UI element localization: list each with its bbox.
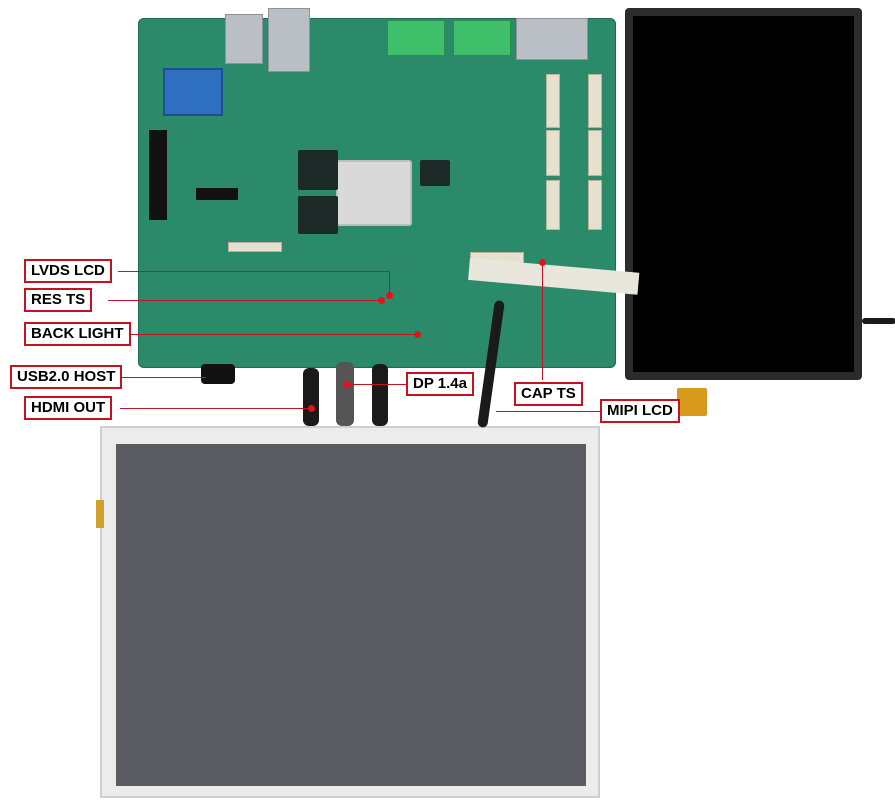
terminal-block-2	[453, 20, 511, 56]
label-res-ts: RES TS	[24, 288, 93, 312]
dot-cap-ts	[539, 259, 546, 266]
main-soc-chip	[336, 160, 412, 226]
dot-lvds-lcd	[386, 292, 393, 299]
serial-db9-port	[516, 18, 588, 60]
fpc-connector-1	[546, 74, 560, 128]
lvds-connector	[228, 242, 282, 252]
memory-chip-2	[298, 196, 338, 234]
leader-lvds-lcd-vertical	[389, 271, 390, 293]
fpc-connector-5	[546, 180, 560, 230]
dot-back-light	[414, 331, 421, 338]
leader-cap-ts	[542, 262, 543, 380]
pmic-chip	[420, 160, 450, 186]
label-hdmi-out: HDMI OUT	[24, 396, 113, 420]
power-cable	[862, 318, 895, 324]
label-mipi-lcd: MIPI LCD	[600, 399, 680, 423]
hdmi-cable	[303, 368, 319, 426]
label-lvds-lcd: LVDS LCD	[24, 259, 112, 283]
m2-slot	[196, 188, 238, 200]
mipi-lcd-display	[625, 8, 862, 380]
dot-hdmi-out	[308, 405, 315, 412]
lvds-lcd-screen	[116, 444, 586, 786]
leader-lvds-lcd	[118, 271, 390, 272]
label-back-light: BACK LIGHT	[24, 322, 131, 346]
fpc-connector-6	[588, 180, 602, 230]
leader-res-ts	[108, 300, 380, 301]
pcie-slot	[149, 130, 167, 220]
resistive-touch-tab	[96, 500, 104, 528]
fpc-connector-4	[588, 130, 602, 176]
leader-hdmi-out	[120, 408, 310, 409]
leader-dp	[346, 384, 406, 385]
label-dp: DP 1.4a	[406, 372, 474, 396]
terminal-block-1	[387, 20, 445, 56]
leader-mipi-lcd	[496, 411, 600, 412]
leader-back-light	[122, 334, 416, 335]
wifi-module	[163, 68, 223, 116]
label-cap-ts: CAP TS	[514, 382, 583, 406]
dot-dp	[343, 381, 350, 388]
dp-cable	[336, 362, 354, 426]
usb-plug	[201, 364, 235, 384]
dot-res-ts	[378, 297, 385, 304]
usb-c-cable	[372, 364, 388, 426]
fpc-connector-3	[546, 130, 560, 176]
ethernet-port-2	[268, 8, 310, 72]
leader-usb-host	[122, 377, 206, 378]
ethernet-port-1	[225, 14, 263, 64]
memory-chip-1	[298, 150, 338, 190]
label-usb-host: USB2.0 HOST	[10, 365, 123, 389]
touch-flex-tab	[677, 388, 707, 416]
fpc-connector-2	[588, 74, 602, 128]
